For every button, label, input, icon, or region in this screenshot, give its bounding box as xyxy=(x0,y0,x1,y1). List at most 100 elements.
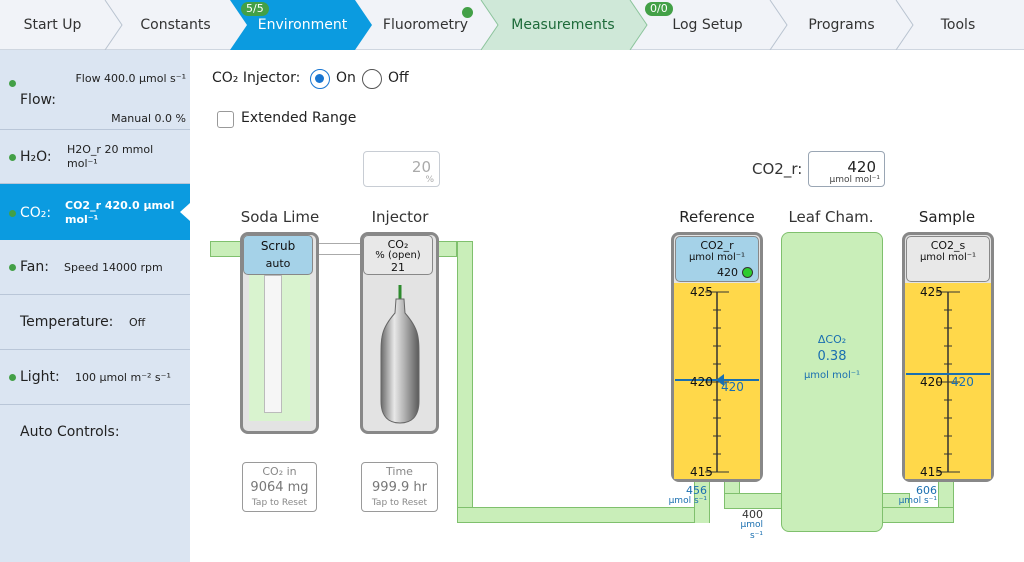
reset-value: 999.9 hr xyxy=(372,480,427,495)
co2r-setpoint-input[interactable]: 420 µmol mol⁻¹ xyxy=(808,151,885,187)
co2s-unit: µmol mol⁻¹ xyxy=(919,252,977,263)
co2r-readout[interactable]: CO2_r µmol mol⁻¹ 420 xyxy=(675,236,759,282)
co2r-unit: µmol mol⁻¹ xyxy=(688,252,746,263)
bottom-supply-pipe xyxy=(457,507,710,523)
sidebar-item-auto-controls[interactable]: Auto Controls: xyxy=(0,405,190,460)
soda-lime-title: Soda Lime xyxy=(240,208,320,226)
sidebar-item-label: Flow: xyxy=(20,92,56,108)
extended-range-label: Extended Range xyxy=(241,110,357,126)
injector-on-label: On xyxy=(336,70,356,86)
reference-flow-unit: µmol s⁻¹ xyxy=(668,496,707,506)
co2r-label: CO2_r xyxy=(700,239,734,252)
chamber-flow: 400 µmol s⁻¹ xyxy=(725,508,764,542)
scrub-to-injector-pipe xyxy=(317,243,362,255)
chamber-inlet-pipe xyxy=(724,493,784,509)
tab-environment[interactable]: Environment xyxy=(245,0,360,50)
sidebar-item-label: Auto Controls: xyxy=(20,424,120,440)
stable-indicator-dot xyxy=(742,267,753,278)
sample-title: Sample xyxy=(918,208,976,226)
injector-title: Injector xyxy=(371,208,429,226)
tab-status-dot xyxy=(462,7,473,18)
delta-co2-unit: µmol mol⁻¹ xyxy=(803,370,861,381)
reference-flow-value: 456 xyxy=(686,484,707,497)
tab-label: Tools xyxy=(940,17,976,33)
leaf-chamber-title: Leaf Cham. xyxy=(788,208,874,226)
injector-head-label: CO₂ xyxy=(387,238,409,251)
injector-percent-input[interactable]: 20 % xyxy=(363,151,440,187)
sidebar-item-h2o[interactable]: H₂O: H2O_r 20 mmol mol⁻¹ xyxy=(0,130,190,184)
sample-tick-bottom: 415 xyxy=(920,465,943,479)
status-dot xyxy=(9,80,16,87)
reference-flow: 456 µmol s⁻¹ xyxy=(650,485,707,507)
h2o-value-line2: mol⁻¹ xyxy=(67,157,98,170)
tab-label: Log Setup xyxy=(672,17,743,33)
sidebar-item-fan[interactable]: Fan: Speed 14000 rpm xyxy=(0,240,190,295)
reset-label: CO₂ in xyxy=(262,465,297,478)
co2-value: CO2_r 420.0 µmol mol⁻¹ xyxy=(65,199,174,227)
tab-programs[interactable]: Programs xyxy=(785,0,898,50)
status-dot xyxy=(9,374,16,381)
reference-tick-bottom: 415 xyxy=(690,465,713,479)
scrub-mode-value: auto xyxy=(265,257,291,270)
sidebar-item-co2[interactable]: CO₂: CO2_r 420.0 µmol mol⁻¹ xyxy=(0,184,190,240)
flow-mode: Manual 0.0 % xyxy=(111,112,186,125)
sidebar-item-label: Light: xyxy=(20,369,60,385)
h2o-value: H2O_r 20 mmol mol⁻¹ xyxy=(67,143,153,171)
tab-bar: Start Up Constants Environment 5/5 Fluor… xyxy=(0,0,1024,50)
reference-scale xyxy=(675,291,759,473)
leaf-chamber[interactable]: ΔCO₂ 0.38 µmol mol⁻¹ xyxy=(781,232,883,532)
flow-value: Flow 400.0 µmol s⁻¹ xyxy=(75,72,186,85)
tab-start-up[interactable]: Start Up xyxy=(0,0,105,50)
reference-tick-top: 425 xyxy=(690,285,713,299)
tab-badge-environment: 5/5 xyxy=(241,2,269,16)
delta-co2-value: 0.38 xyxy=(817,349,847,364)
sidebar-item-light[interactable]: Light: 100 µmol m⁻² s⁻¹ xyxy=(0,350,190,405)
scrub-mode-button[interactable]: Scrub auto xyxy=(243,235,313,275)
tab-log-setup[interactable]: Log Setup xyxy=(645,0,770,50)
temperature-value: Off xyxy=(129,316,146,329)
injector-time-reset-button[interactable]: Time 999.9 hr Tap to Reset xyxy=(361,462,438,512)
inlet-pipe xyxy=(210,241,242,257)
reference-marker-value: 420 xyxy=(721,380,744,394)
injector-on-radio[interactable] xyxy=(310,69,330,89)
tab-tools[interactable]: Tools xyxy=(910,0,1006,50)
sample-flow-unit: µmol s⁻¹ xyxy=(898,496,937,506)
co2-absorbed-reset-button[interactable]: CO₂ in 9064 mg Tap to Reset xyxy=(242,462,317,512)
status-dot xyxy=(9,210,16,217)
bottom-exhaust-pipe xyxy=(880,507,954,523)
h2o-value-line1: H2O_r 20 mmol xyxy=(67,143,154,156)
chamber-flow-unit: µmol s⁻¹ xyxy=(740,520,764,541)
reset-hint: Tap to Reset xyxy=(251,498,308,508)
sidebar-item-temperature[interactable]: Temperature: Off xyxy=(0,295,190,350)
tab-measurements[interactable]: Measurements xyxy=(498,0,628,50)
co2-value-line1: CO2_r 420.0 µmol xyxy=(65,199,175,212)
injector-percent-unit: % xyxy=(425,175,434,185)
reference-tick-mid: 420 xyxy=(690,375,713,389)
injector-open-display[interactable]: CO₂ % (open) 21 xyxy=(363,235,433,275)
co2r-setpoint-unit: µmol mol⁻¹ xyxy=(829,175,881,185)
sidebar-item-label: Fan: xyxy=(20,259,49,275)
sidebar-item-flow[interactable]: Flow: Flow 400.0 µmol s⁻¹ Manual 0.0 % xyxy=(0,50,190,130)
injector-off-radio[interactable] xyxy=(362,69,382,89)
extended-range-checkbox[interactable] xyxy=(217,111,234,128)
light-value: 100 µmol m⁻² s⁻¹ xyxy=(75,371,171,384)
sample-tick-mid: 420 xyxy=(920,375,943,389)
injector-head-unit: % (open) xyxy=(375,250,421,261)
reference-title: Reference xyxy=(679,208,755,226)
tab-badge-log-setup: 0/0 xyxy=(645,2,673,16)
injector-off-label: Off xyxy=(388,70,409,86)
co2-injector-label: CO₂ Injector: xyxy=(212,70,301,86)
co2s-label: CO2_s xyxy=(930,239,966,252)
tab-fluorometry[interactable]: Fluorometry xyxy=(368,0,483,50)
co2s-readout[interactable]: CO2_s µmol mol⁻¹ xyxy=(906,236,990,282)
co2r-value: 420 xyxy=(717,266,738,279)
sample-marker-value: 420 xyxy=(951,375,974,389)
tab-label: Measurements xyxy=(511,17,615,33)
reset-hint: Tap to Reset xyxy=(371,498,428,508)
sidebar-item-label: Temperature: xyxy=(20,314,114,330)
co2-cartridge-icon xyxy=(380,285,420,424)
chamber-flow-value: 400 xyxy=(742,508,763,521)
tab-label: Start Up xyxy=(23,17,82,33)
active-pointer xyxy=(180,203,190,221)
tab-constants[interactable]: Constants xyxy=(118,0,233,50)
